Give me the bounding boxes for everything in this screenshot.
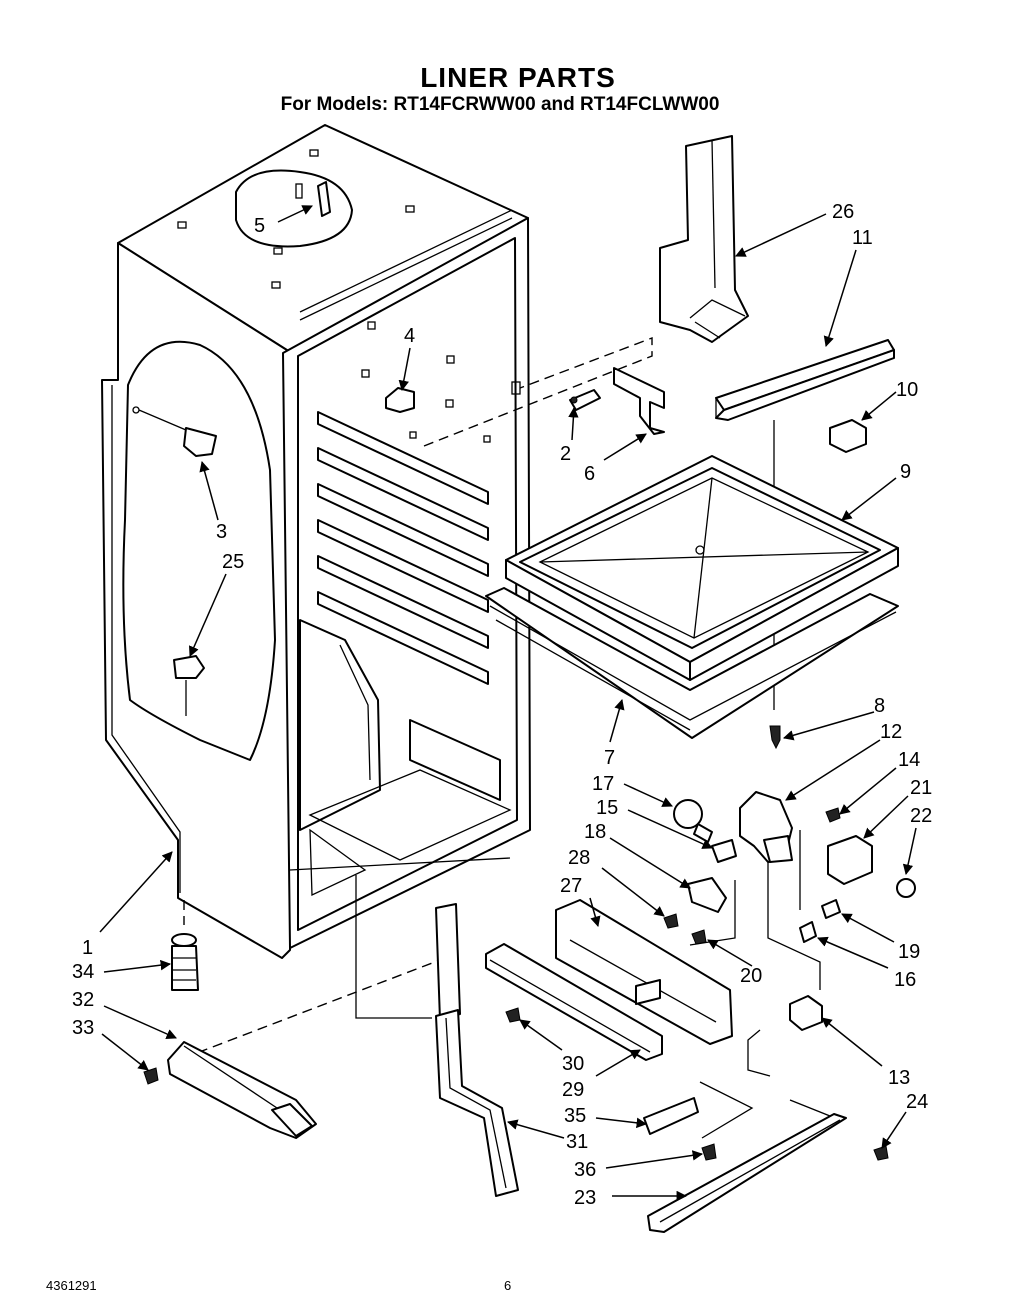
- part-9-shelf-frame: [505, 455, 899, 681]
- part-11-rail: [715, 339, 895, 421]
- callout-34: 34: [72, 961, 94, 983]
- part-19-switch: [821, 899, 841, 919]
- callout-2: 2: [560, 443, 571, 465]
- callout-13: 13: [888, 1067, 910, 1089]
- part-36-screw: [701, 1143, 717, 1161]
- part-4-clip: [385, 387, 415, 413]
- callout-24: 24: [906, 1091, 928, 1113]
- part-3-sensor: [132, 406, 217, 457]
- part-23-bottom-rail: [647, 1113, 847, 1233]
- part-22-button: [896, 878, 916, 898]
- callout-11: 11: [852, 227, 873, 249]
- callout-22: 22: [910, 805, 932, 827]
- callout-18: 18: [584, 821, 606, 843]
- callout-26: 26: [832, 201, 854, 223]
- callout-7: 7: [604, 747, 615, 769]
- callout-36: 36: [574, 1159, 596, 1181]
- callout-6: 6: [584, 463, 595, 485]
- callout-labels: 1 2 3 4 5 6 7 8 9 10 11 12 13 14 15 16 1…: [72, 201, 932, 1209]
- callout-5: 5: [254, 215, 265, 237]
- part-15-socket: [711, 839, 737, 863]
- part-12-light-housing: [739, 791, 793, 863]
- callout-4: 4: [404, 325, 415, 347]
- callout-25: 25: [222, 551, 244, 573]
- callout-10: 10: [896, 379, 918, 401]
- part-20-screw: [691, 929, 707, 945]
- part-16-switch: [799, 921, 817, 943]
- part-35-bracket: [643, 1097, 699, 1135]
- callout-14: 14: [898, 749, 920, 771]
- callout-31: 31: [566, 1131, 588, 1153]
- callout-32: 32: [72, 989, 94, 1011]
- callout-9: 9: [900, 461, 911, 483]
- callout-3: 3: [216, 521, 227, 543]
- callout-12: 12: [880, 721, 902, 743]
- model-subtitle: For Models: RT14FCRWW00 and RT14FCLWW00: [280, 94, 720, 115]
- callout-16: 16: [894, 969, 916, 991]
- part-25-sensor: [173, 655, 205, 716]
- part-13-connector: [747, 995, 823, 1077]
- part-10-clip: [829, 419, 867, 453]
- page-title: LINER PARTS: [420, 62, 616, 93]
- part-31-channel: [435, 903, 519, 1197]
- part-32-base-rail: [167, 1041, 317, 1139]
- callout-33: 33: [72, 1017, 94, 1039]
- part-24-screw: [873, 1145, 889, 1161]
- callout-8: 8: [874, 695, 885, 717]
- leader-lines: [99, 205, 917, 1202]
- part-34-leveling-leg: [171, 933, 199, 991]
- part-14-screw: [825, 807, 841, 823]
- callout-17: 17: [592, 773, 614, 795]
- part-21-switch-box: [827, 835, 873, 885]
- part-28-screw: [663, 913, 679, 929]
- callout-15: 15: [596, 797, 618, 819]
- part-8-screw: [769, 725, 781, 750]
- part-5-clip: [295, 181, 331, 217]
- cabinet-liner: [101, 124, 531, 959]
- part-6-bracket: [569, 367, 665, 435]
- part-29-rail: [485, 943, 663, 1061]
- callout-35: 35: [564, 1105, 586, 1127]
- callout-28: 28: [568, 847, 590, 869]
- callout-29: 29: [562, 1079, 584, 1101]
- callout-19: 19: [898, 941, 920, 963]
- callout-27: 27: [560, 875, 582, 897]
- document-number: 4361291: [46, 1278, 97, 1293]
- shelf-ribs: [317, 411, 489, 685]
- part-26-air-duct: [659, 135, 749, 343]
- callout-20: 20: [740, 965, 762, 987]
- callout-30: 30: [562, 1053, 584, 1075]
- callout-21: 21: [910, 777, 932, 799]
- part-27-bracket: [555, 899, 733, 1045]
- part-18-cover: [687, 877, 727, 913]
- part-30-screw: [505, 1007, 521, 1023]
- callout-1: 1: [82, 937, 93, 959]
- callout-23: 23: [574, 1187, 596, 1209]
- part-33-screw: [143, 1067, 159, 1085]
- page-number: 6: [504, 1278, 512, 1293]
- part-7-shelf-glass: [485, 587, 899, 739]
- part-17-bulb: [673, 799, 713, 843]
